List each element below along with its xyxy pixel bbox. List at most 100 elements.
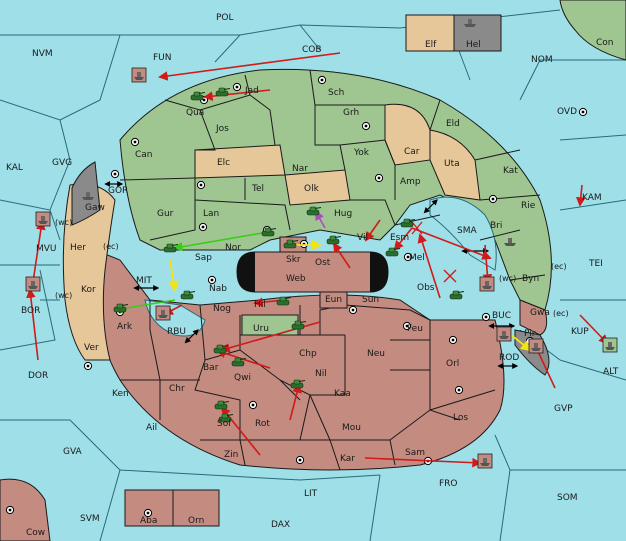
label-Eun: Eun (325, 295, 342, 305)
label-Qwi: Qwi (234, 373, 251, 383)
central-lake (236, 251, 389, 293)
label-MVU: MVU (36, 244, 57, 254)
label-NVM: NVM (32, 49, 53, 59)
region-Cow[interactable] (0, 478, 51, 541)
label-Gwa: Gwa (530, 308, 550, 318)
ship-icon (464, 19, 476, 27)
region-Orn[interactable] (172, 489, 220, 527)
supply-center-icon (488, 194, 498, 204)
label-Car: Car (404, 147, 420, 157)
supply-center-icon (454, 385, 464, 395)
supply-center-icon (143, 508, 153, 518)
label-Hug: Hug (334, 209, 352, 219)
label-Elc: Elc (217, 158, 230, 168)
ship-icon (504, 238, 516, 246)
label-ec-byn: (ec) (551, 262, 567, 271)
label-Byn: Byn (522, 274, 539, 284)
label-COB: COB (302, 45, 322, 55)
double-arrow-icon (423, 199, 438, 214)
label-Sap: Sap (195, 253, 212, 263)
label-Mou: Mou (342, 423, 361, 433)
region-Elf[interactable] (405, 14, 455, 52)
label-Lan: Lan (203, 209, 219, 219)
label-Obs: Obs (417, 283, 435, 293)
region-Car[interactable] (384, 103, 431, 166)
region-Aba[interactable] (124, 489, 174, 527)
label-wc-mvu: (wc) (55, 218, 72, 227)
supply-center-icon (232, 82, 242, 92)
label-Chr: Chr (169, 384, 185, 394)
label-Nor: Nor (225, 243, 241, 253)
label-ALT: ALT (603, 367, 619, 377)
sea-borders (0, 9, 626, 541)
label-Elf: Elf (425, 40, 437, 50)
label-GVG: GVG (52, 158, 72, 168)
label-NOM: NOM (531, 55, 553, 65)
ship-icon (528, 338, 544, 354)
supply-center-icon (361, 121, 371, 131)
supply-center-icon (317, 75, 327, 85)
label-BOR: BOR (21, 306, 40, 316)
supply-center-icon (348, 305, 358, 315)
label-SVM: SVM (80, 514, 100, 524)
region-Uta[interactable] (429, 129, 481, 201)
units[interactable] (25, 19, 618, 469)
label-Hel: Hel (466, 40, 481, 50)
label-GVP: GVP (554, 404, 573, 414)
label-Kat: Kat (503, 166, 518, 176)
label-Gur: Gur (157, 209, 174, 219)
supply-center-icon (448, 335, 458, 345)
orders (26, 52, 609, 468)
label-Rot: Rot (255, 419, 270, 429)
label-Can: Can (135, 150, 153, 160)
label-ec-her: (ec) (103, 242, 119, 251)
ship-icon (82, 192, 94, 200)
label-ec-gwa: (ec) (553, 309, 569, 318)
label-Los: Los (453, 413, 468, 423)
label-Sun: Sun (362, 295, 379, 305)
supply-center-icon (207, 275, 217, 285)
label-KUP: KUP (571, 327, 589, 337)
label-Uru: Uru (253, 324, 269, 334)
label-KAM: KAM (582, 193, 602, 203)
region-Hel[interactable] (453, 14, 502, 52)
label-Kar: Kar (340, 454, 355, 464)
label-FRO: FRO (439, 479, 458, 489)
supply-center-icon (5, 505, 15, 515)
label-LIT: LIT (304, 489, 318, 499)
label-Olk: Olk (304, 184, 320, 194)
label-Nil: Nil (315, 369, 327, 379)
label-DOR: DOR (28, 371, 48, 381)
ship-icon (155, 305, 171, 321)
supply-center-icon (130, 137, 140, 147)
supply-center-icon (196, 180, 206, 190)
label-SOM: SOM (557, 493, 578, 503)
label-Amp: Amp (400, 177, 421, 187)
label-FUN: FUN (153, 53, 172, 63)
label-Bri: Bri (490, 221, 502, 231)
label-Nab: Nab (209, 284, 227, 294)
label-Kor: Kor (81, 285, 96, 295)
label-wc-byn: (wc) (499, 274, 516, 283)
label-Esm: Esm (390, 233, 409, 243)
label-TEI: TEI (588, 259, 603, 269)
ship-icon (25, 276, 41, 292)
label-Cow: Cow (26, 528, 45, 538)
label-Jad: Jad (244, 86, 259, 96)
ship-icon (131, 67, 147, 83)
label-Tel: Tel (251, 184, 264, 194)
label-Her: Her (70, 243, 86, 253)
label-Qua: Qua (186, 108, 204, 118)
label-Pir: Pir (524, 329, 536, 339)
label-Grh: Grh (343, 108, 359, 118)
label-Gaw: Gaw (85, 203, 105, 213)
region-Uru[interactable] (241, 314, 299, 336)
label-Ost: Ost (315, 258, 331, 268)
label-BUC: BUC (492, 311, 511, 321)
label-Aba: Aba (140, 516, 157, 526)
label-Vil: Vil (357, 233, 368, 243)
region-Con[interactable] (559, 0, 626, 61)
region-labels: POL NVM FUN COB NOM Con Elf Hel OVD KAL … (6, 13, 619, 538)
supply-center-icon (299, 239, 309, 249)
